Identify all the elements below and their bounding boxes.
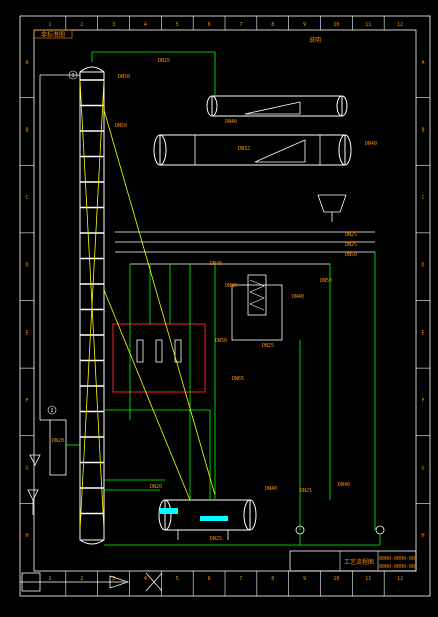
grid-column-label-top: 9 <box>303 22 306 28</box>
pipe-tag: DN40 <box>338 482 350 488</box>
grid-row-label-left: B <box>25 127 28 133</box>
grid-column-label-top: 4 <box>144 22 147 28</box>
grid-column-label-bottom: 1 <box>48 576 51 582</box>
grid-row-label-right: C <box>421 195 424 201</box>
condenser-main <box>153 134 352 166</box>
grid-row-label-left: F <box>25 398 28 404</box>
grid-column-label-top: 3 <box>112 22 115 28</box>
pipe-tag: DN40 <box>210 261 222 267</box>
grid-row-label-right: A <box>421 60 424 66</box>
grid-column-label-bottom: 7 <box>239 576 242 582</box>
grid-column-label-top: 2 <box>80 22 83 28</box>
grid-column-label-bottom: 10 <box>333 576 339 582</box>
pipe-tag: DN32 <box>238 146 250 152</box>
pipe-tag: DN40 <box>292 294 304 300</box>
pipe-tag: DN25 <box>345 232 357 238</box>
grid-column-label-bottom: 9 <box>303 576 306 582</box>
grid-column-label-bottom: 6 <box>208 576 211 582</box>
grid-row-label-right: G <box>421 466 424 472</box>
equipment-balloon <box>47 405 57 415</box>
corner-label-box: 非标准图 <box>33 29 73 39</box>
grid-column-label-bottom: 3 <box>112 576 115 582</box>
equipment-balloon-label: 2 <box>50 408 53 414</box>
grid-column-label-bottom: 8 <box>271 576 274 582</box>
notes-title: 说明 <box>309 36 321 44</box>
pipe-tag: DN40 <box>265 486 277 492</box>
grid-column-label-top: 1 <box>48 22 51 28</box>
pipe-tag: DN25 <box>262 343 274 349</box>
grid-row-label-right: D <box>421 263 424 269</box>
pipe-annotations: DN50DN25DN50DN40DN32DN40DN25DN25DN50DN40… <box>52 58 377 542</box>
title-block: 工艺流程图 0000-0000-00 0000-0000-00 <box>289 550 417 572</box>
receiver-funnel <box>317 194 347 222</box>
condenser-top <box>206 95 348 117</box>
grid-column-label-top: 8 <box>271 22 274 28</box>
grid-column-label-top: 10 <box>333 22 339 28</box>
grid-column-label-top: 11 <box>365 22 371 28</box>
pipe-tag: DN50 <box>320 278 332 284</box>
pipe-tag: DN25 <box>345 242 357 248</box>
corner-label: 非标准图 <box>41 31 65 39</box>
drawing-title: 工艺流程图 <box>344 558 374 566</box>
pipe-tag: DN25 <box>210 536 222 542</box>
pipe-tag: DN20 <box>150 484 162 490</box>
grid-row-label-left: C <box>25 195 28 201</box>
control-valves-box <box>112 323 206 393</box>
pipe-tag: DN50 <box>115 123 127 129</box>
grid-column-label-top: 5 <box>176 22 179 28</box>
grid-column-label-top: 12 <box>397 22 403 28</box>
grid-row-label-right: E <box>421 330 424 336</box>
north-arrow-symbol <box>20 572 163 592</box>
grid-column-label-bottom: 11 <box>365 576 371 582</box>
pipe-tag: DN40 <box>365 141 377 147</box>
pipe-tag: DN20 <box>52 438 64 444</box>
notes-block: 说明 <box>309 36 321 44</box>
pipe-tag: DN25 <box>300 488 312 494</box>
grid-row-label-left: G <box>25 466 28 472</box>
equipment-balloon <box>68 70 78 80</box>
distillation-column <box>79 51 216 545</box>
grid-column-label-bottom: 4 <box>144 576 147 582</box>
pipe-tag: DN80 <box>225 283 237 289</box>
pump-set <box>295 525 385 545</box>
drawing-code-2: 0000-0000-00 <box>379 564 415 570</box>
pipe-tag: DN40 <box>225 119 237 125</box>
heater-vessel <box>231 274 283 341</box>
pipe-tag: DN25 <box>158 58 170 64</box>
grid-row-label-right: B <box>421 127 424 133</box>
equipment-balloons: 12 <box>47 70 78 415</box>
grid-row-label-left: D <box>25 263 28 269</box>
reboiler-side <box>27 419 80 515</box>
grid-row-label-left: A <box>25 60 28 66</box>
pipe-network <box>39 74 380 546</box>
grid-column-label-bottom: 5 <box>176 576 179 582</box>
grid-column-label-top: 6 <box>208 22 211 28</box>
grid-column-label-top: 7 <box>239 22 242 28</box>
grid-column-label-bottom: 2 <box>80 576 83 582</box>
equipment-balloon-label: 1 <box>71 73 74 79</box>
bottom-drum <box>158 499 257 540</box>
pipe-tag: DN50 <box>345 252 357 258</box>
pipe-tag: DN50 <box>215 338 227 344</box>
grid-row-label-left: E <box>25 330 28 336</box>
grid-row-label-right: H <box>421 533 424 539</box>
pipe-tag: DN50 <box>118 74 130 80</box>
pipe-tag: DN65 <box>232 376 244 382</box>
grid-row-label-left: H <box>25 533 28 539</box>
drawing-code-1: 0000-0000-00 <box>379 556 415 562</box>
header-pipes <box>115 231 375 265</box>
grid-row-label-right: F <box>421 398 424 404</box>
grid-column-label-bottom: 12 <box>397 576 403 582</box>
